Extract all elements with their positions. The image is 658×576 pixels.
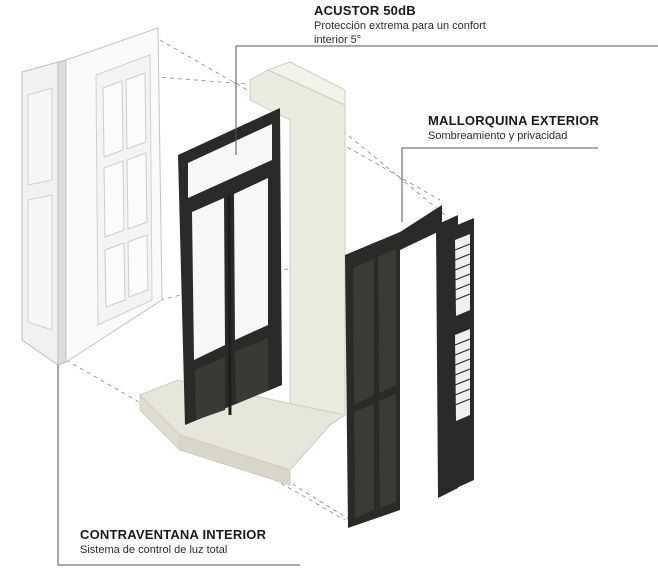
acustor-subtitle-line2: interior 5°	[314, 34, 362, 46]
callout-contraventana: CONTRAVENTANA INTERIOR Sistema de contro…	[80, 527, 340, 557]
wall-opening	[139, 61, 347, 486]
acustor-title: ACUSTOR 50dB	[314, 3, 416, 18]
acustor-window	[178, 108, 282, 425]
leader-lines	[57, 45, 658, 566]
callout-mallorquina: MALLORQUINA EXTERIOR Sombreamiento y pri…	[428, 113, 628, 143]
mallorquina-exterior	[345, 205, 474, 528]
callout-acustor: ACUSTOR 50dB Protección extrema para un …	[314, 3, 524, 47]
contraventana-interior	[21, 27, 163, 366]
contraventana-subtitle: Sistema de control de luz total	[80, 544, 228, 556]
mallorquina-subtitle: Sombreamiento y privacidad	[428, 130, 568, 142]
mallorquina-title: MALLORQUINA EXTERIOR	[428, 113, 600, 128]
contraventana-title: CONTRAVENTANA INTERIOR	[80, 527, 267, 542]
acustor-subtitle-line1: Protección extrema para un confort	[314, 20, 486, 32]
